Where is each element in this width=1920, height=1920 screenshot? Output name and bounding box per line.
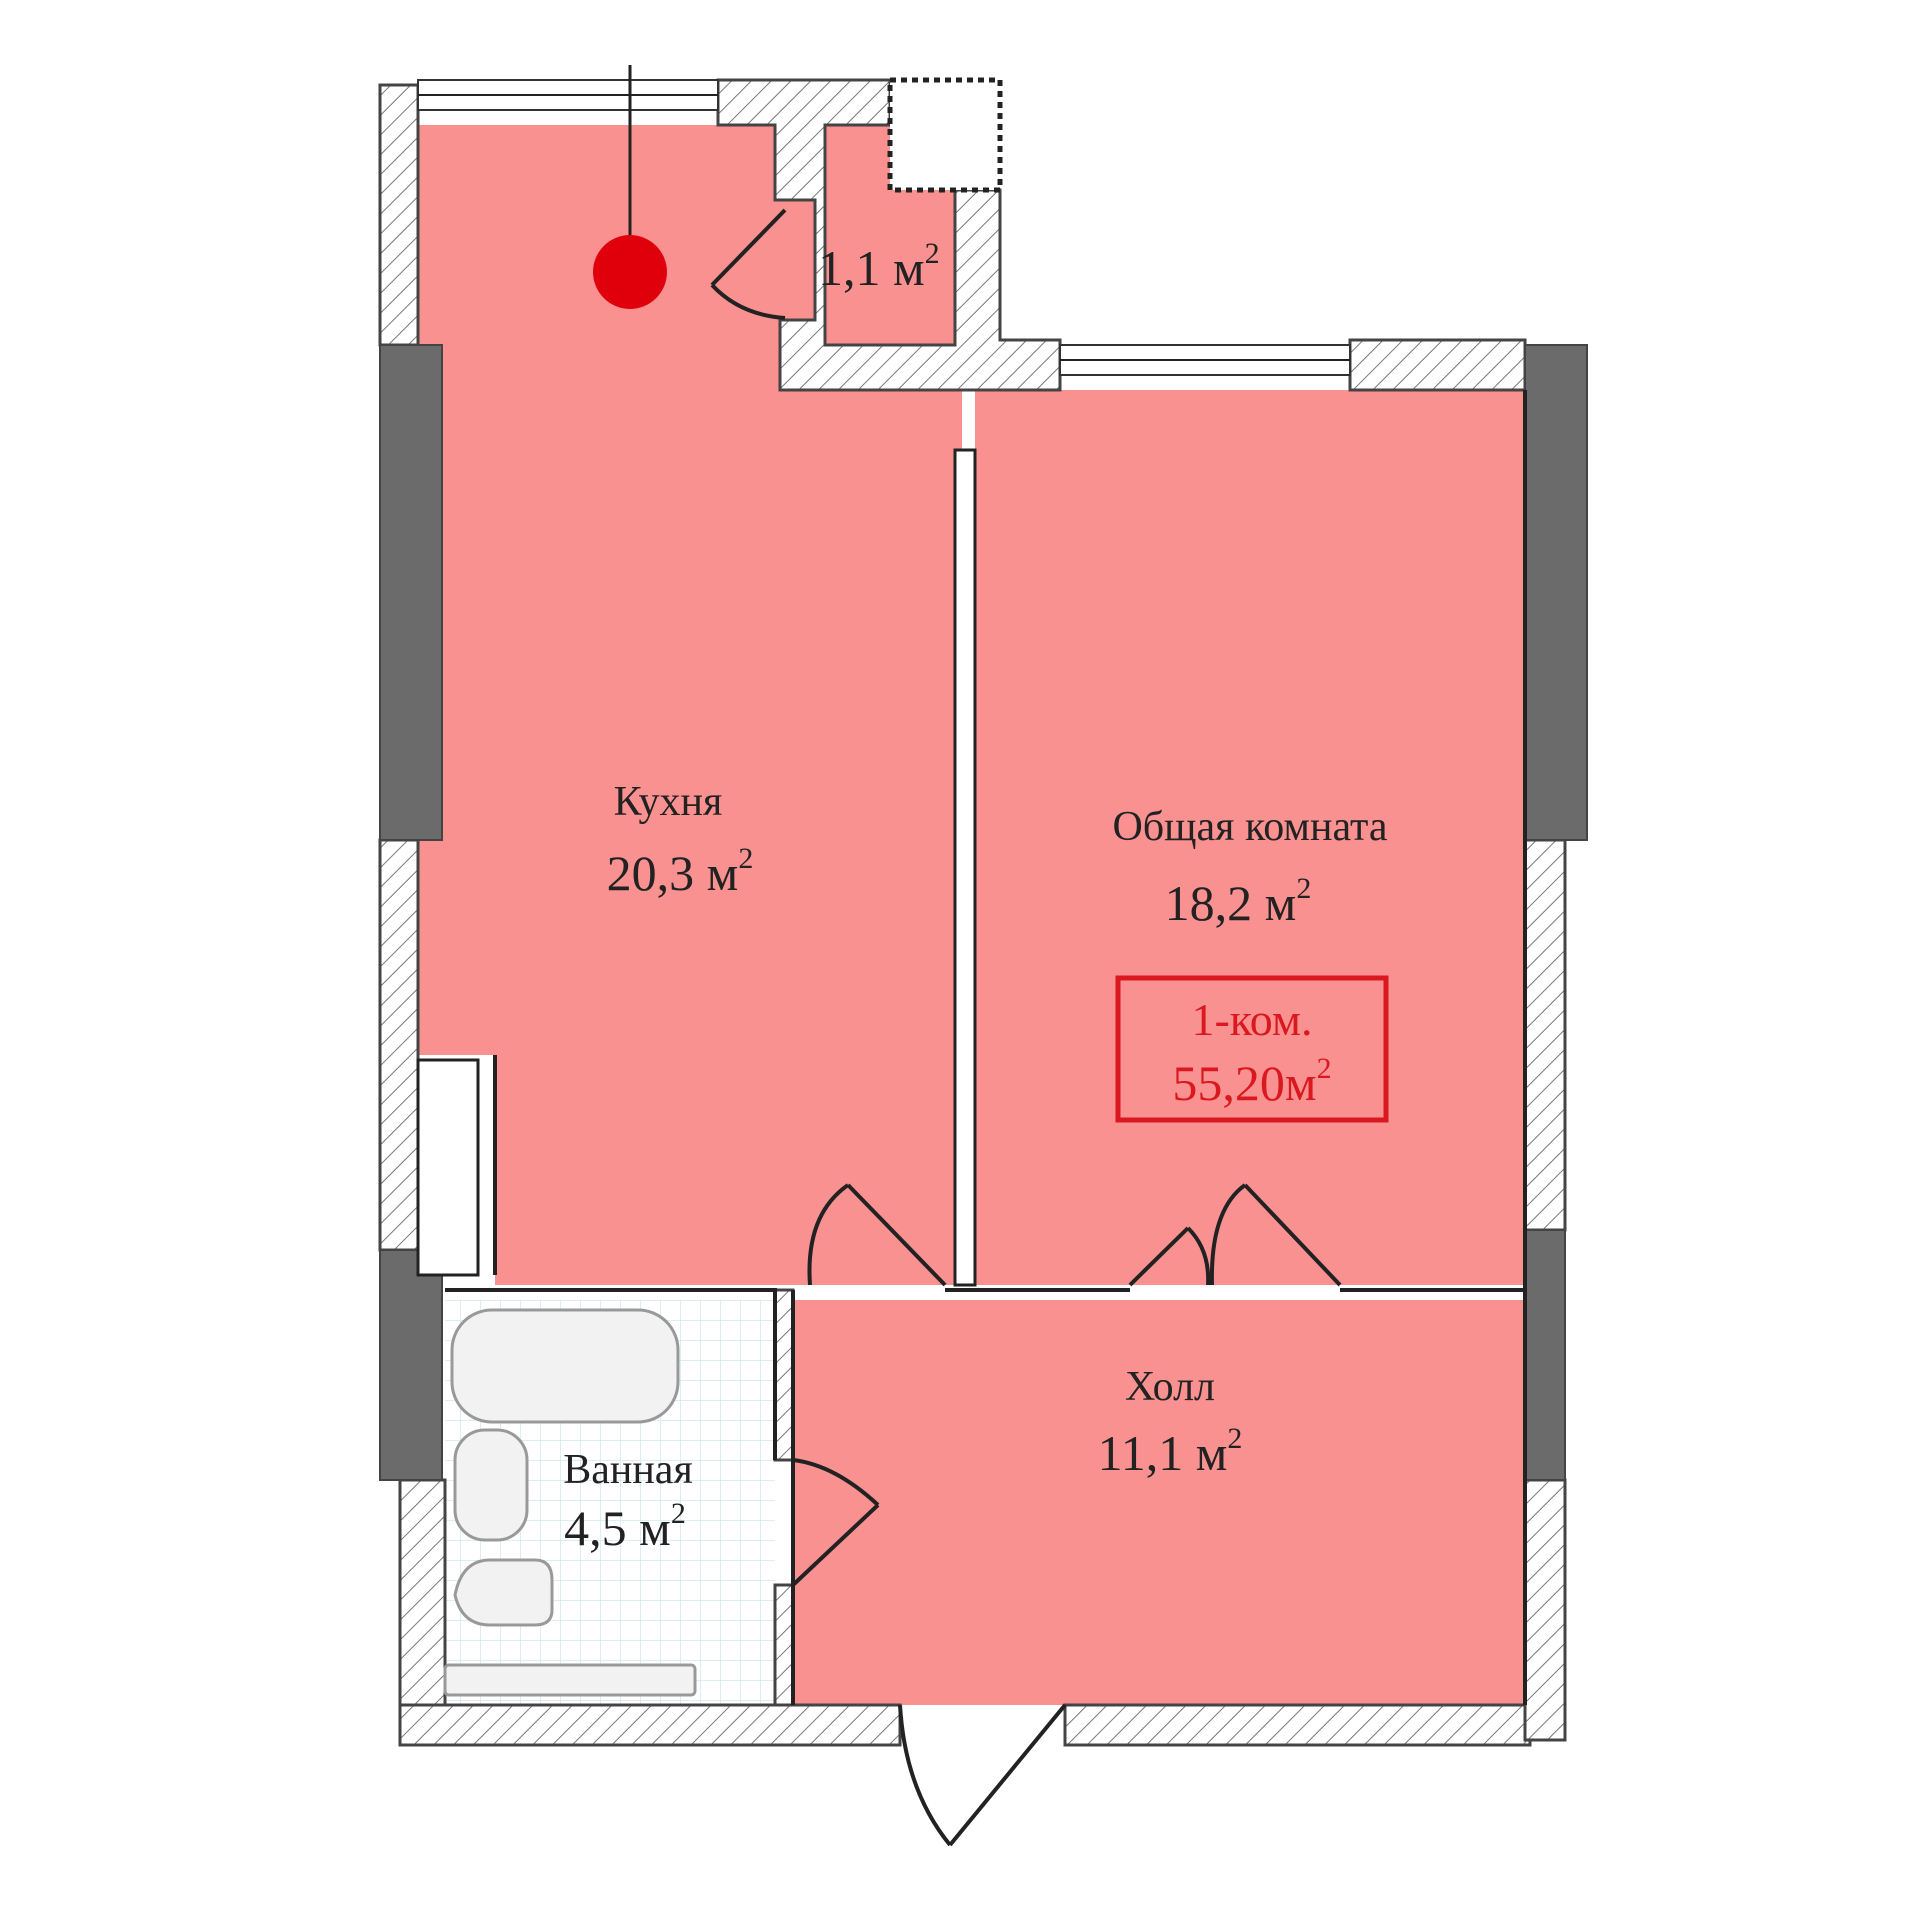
hall-area-label: 11,1 м2 (1098, 1422, 1243, 1481)
vent-shaft-icon (887, 77, 1003, 193)
hall-name: Холл (1125, 1364, 1215, 1410)
bathtub-icon (450, 1308, 680, 1424)
living-area (975, 390, 1525, 1285)
sink-icon (453, 1428, 529, 1542)
storage-area-label: 1,1 м2 (818, 237, 940, 296)
hall-area (793, 1300, 1525, 1705)
kitchen-door-icon (807, 1183, 947, 1287)
windows (417, 79, 1351, 376)
kitchen-name: Кухня (614, 779, 723, 825)
toilet-icon (453, 1558, 554, 1627)
apartment-area: 55,20м2 (1172, 1052, 1331, 1111)
apartment-type: 1-ком. (1191, 994, 1312, 1045)
kitchen-area-label: 20,3 м2 (607, 842, 754, 901)
living-name: Общая комната (1112, 804, 1387, 850)
doors (710, 208, 1342, 1847)
living-door-left-icon (1128, 1226, 1211, 1287)
entrance-door-icon (898, 1703, 1067, 1847)
living-door-right-icon (1209, 1183, 1342, 1287)
apartment-badge: 1-ком. 55,20м2 (1115, 975, 1389, 1123)
towel-rail-icon (443, 1663, 697, 1697)
bath-door-icon (791, 1458, 880, 1587)
storage-door-icon (710, 208, 787, 320)
walls (378, 78, 1567, 1747)
solid-walls (379, 344, 1588, 1481)
room-labels: 1,1 м2 Кухня 20,3 м2 Общая комната 18,2 … (563, 237, 1388, 1556)
bath-fixtures (443, 1308, 697, 1697)
living-area-label: 18,2 м2 (1165, 872, 1312, 931)
bath-name: Ванная (563, 1447, 693, 1493)
bath-area-label: 4,5 м2 (564, 1497, 686, 1556)
kitchen-area (418, 125, 962, 1285)
location-marker-icon (593, 235, 667, 309)
partitions (416, 390, 1527, 1705)
